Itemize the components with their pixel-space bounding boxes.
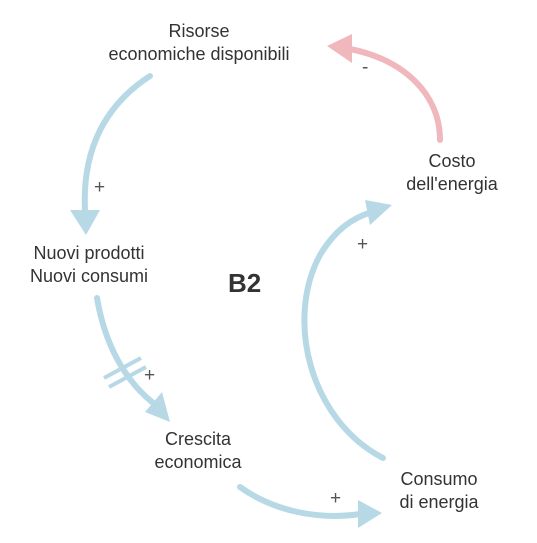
node-consumo-line2: di energia <box>399 492 479 512</box>
node-consumo-line1: Consumo <box>400 469 478 489</box>
polarity-consumo-to-costo: + <box>357 234 369 255</box>
node-crescita-line1: Crescita <box>164 429 232 449</box>
arrowhead-costo-to-risorse <box>327 34 352 63</box>
polarity-crescita-to-consumo: + <box>330 488 342 509</box>
arrowhead-risorse-to-nuovi <box>70 210 100 235</box>
polarity-risorse-to-nuovi: + <box>94 177 106 198</box>
node-risorse-line1: Risorse <box>168 21 230 41</box>
node-risorse: Risorse economiche disponibili <box>108 20 289 66</box>
polarity-costo-to-risorse: - <box>362 57 369 78</box>
node-nuovi: Nuovi prodotti Nuovi consumi <box>30 242 148 288</box>
link-risorse-to-nuovi <box>81 73 153 213</box>
link-costo-to-risorse <box>347 46 443 143</box>
polarity-nuovi-to-crescita: + <box>144 365 156 386</box>
arrowhead-consumo-to-costo <box>365 200 392 225</box>
delay-mark-1 <box>103 356 142 380</box>
node-risorse-line2: economiche disponibili <box>108 44 290 64</box>
node-costo: Costo dell'energia <box>406 150 498 196</box>
arrowhead-nuovi-to-crescita <box>145 392 170 422</box>
link-nuovi-to-crescita <box>94 295 155 405</box>
delay-mark-2 <box>108 365 147 389</box>
link-consumo-to-costo <box>301 209 386 461</box>
node-consumo: Consumo di energia <box>399 468 478 514</box>
link-crescita-to-consumo <box>237 484 363 519</box>
loop-label: B2 <box>228 268 262 298</box>
node-costo-line1: Costo <box>428 151 476 171</box>
node-nuovi-line1: Nuovi prodotti <box>33 243 145 263</box>
node-crescita-line2: economica <box>154 452 242 472</box>
node-crescita: Crescita economica <box>154 428 241 474</box>
node-nuovi-line2: Nuovi consumi <box>29 266 149 286</box>
node-costo-line2: dell'energia <box>406 174 498 194</box>
arrowhead-crescita-to-consumo <box>358 500 382 528</box>
